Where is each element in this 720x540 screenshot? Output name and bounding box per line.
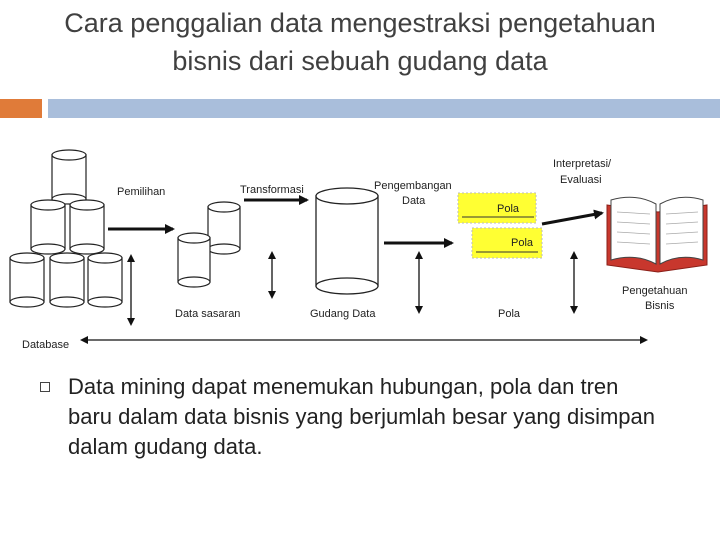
label-pengembangan-1: Pengembangan	[374, 180, 452, 192]
target-data-cylinder	[207, 201, 241, 255]
pattern-pages	[457, 192, 543, 259]
label-transformasi: Transformasi	[240, 184, 304, 196]
arrow-interpretasi	[541, 209, 604, 226]
label-pola-2: Pola	[511, 237, 534, 249]
pattern-page	[457, 192, 537, 224]
pattern-page	[471, 227, 543, 259]
database-cylinder	[87, 252, 123, 308]
database-cylinder	[9, 252, 45, 308]
label-pengetahuan-1: Pengetahuan	[622, 285, 687, 297]
label-pola-1: Pola	[497, 203, 520, 215]
database-cylinders	[9, 149, 123, 308]
bullet-text: Data mining dapat menemukan hubungan, po…	[68, 374, 656, 459]
accent-bar-orange	[0, 99, 42, 118]
kdd-process-diagram: Pemilihan Transformasi Pengembangan Data…	[9, 149, 708, 351]
slide-title: Cara penggalian data mengestraksi penget…	[64, 8, 656, 76]
label-interpretasi-2: Evaluasi	[560, 174, 602, 186]
label-pengembangan-2: Data	[402, 195, 426, 207]
label-gudang-data: Gudang Data	[310, 308, 376, 320]
process-arrows	[108, 195, 604, 248]
label-data-sasaran: Data sasaran	[175, 308, 240, 320]
label-database: Database	[22, 339, 69, 351]
database-cylinder	[51, 149, 87, 205]
book-icon	[606, 196, 708, 273]
label-interpretasi-1: Interpretasi/	[553, 158, 612, 170]
target-data-cylinder	[177, 232, 211, 288]
label-pengetahuan-2: Bisnis	[645, 300, 675, 312]
accent-bar-blue	[48, 99, 720, 118]
vertical-range-arrows	[127, 251, 578, 326]
data-warehouse-cylinder	[315, 187, 379, 295]
database-cylinder	[30, 199, 66, 255]
bullet-marker	[40, 382, 50, 392]
label-pola-bottom: Pola	[498, 308, 521, 320]
database-cylinder	[69, 199, 105, 255]
target-data-cylinders	[177, 201, 241, 288]
database-cylinder	[49, 252, 85, 308]
label-pemilihan: Pemilihan	[117, 186, 165, 198]
